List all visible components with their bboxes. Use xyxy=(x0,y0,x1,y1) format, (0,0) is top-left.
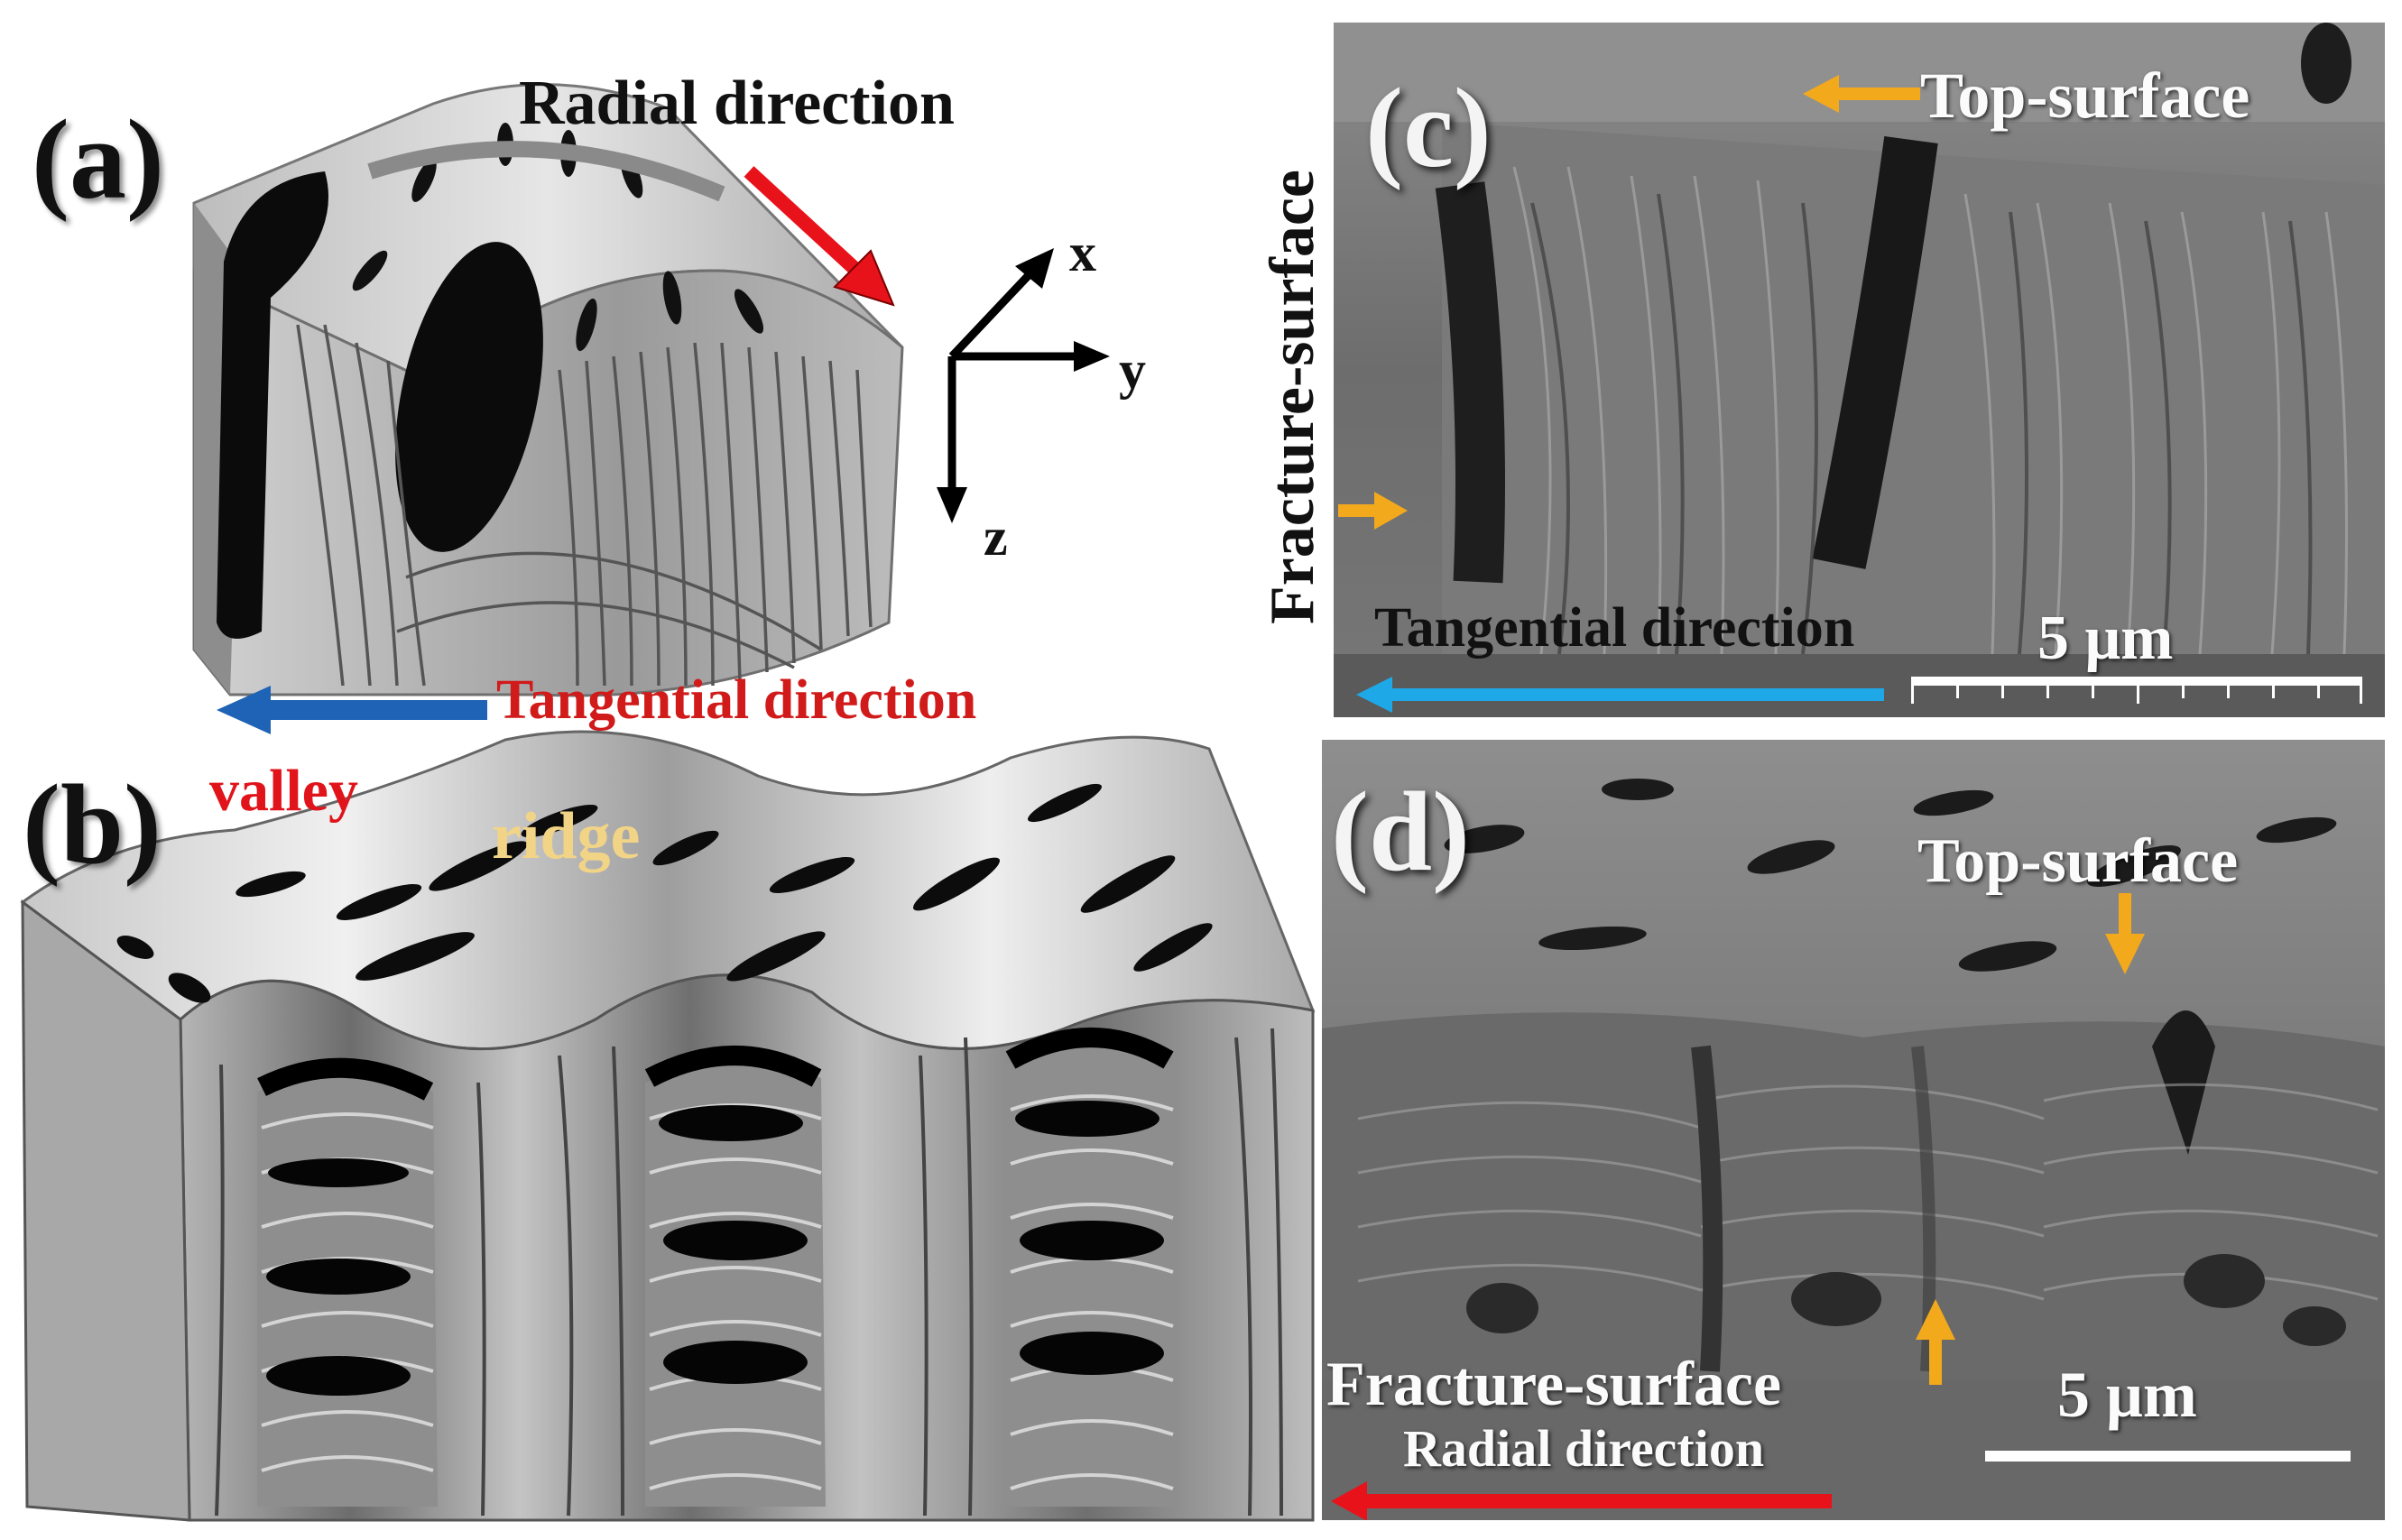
tangential-direction-label: Tangential direction xyxy=(496,669,977,731)
fracture-surface-label-d: Fracture-surface xyxy=(1326,1350,1782,1419)
axis-z-label: z xyxy=(984,507,1008,567)
panel-b-label: (b) xyxy=(23,762,162,888)
coordinate-axes xyxy=(937,248,1110,523)
valley-label: valley xyxy=(209,758,358,824)
panel-d-sem-image: (d) Top-surface Fracture-surface Radial … xyxy=(1322,740,2385,1520)
overlay-c xyxy=(1338,75,2362,713)
panel-b: (b) valley ridge xyxy=(0,722,1326,1540)
radial-direction-arrow xyxy=(744,166,895,307)
tangential-direction-label-c: Tangential direction xyxy=(1374,597,1855,659)
scale-bar-label-d: 5 μm xyxy=(2057,1359,2197,1431)
fracture-surface-label-vertical: Fracture-surface xyxy=(1258,170,1327,625)
radial-direction-label-d: Radial direction xyxy=(1403,1419,1765,1478)
sem-d-texture xyxy=(1322,740,2385,1520)
fracture-surface-arrow-d xyxy=(1916,1299,1955,1385)
panel-a-schematic xyxy=(192,83,1110,734)
top-surface-label-d: Top-surface xyxy=(1917,826,2239,896)
scale-bar-d xyxy=(1985,1451,2351,1462)
tangential-direction-arrow xyxy=(217,686,487,734)
radial-arrow-d xyxy=(1331,1481,1832,1520)
ridge-label: ridge xyxy=(492,799,641,873)
axis-y-label: y xyxy=(1119,340,1146,400)
scale-bar-label-c: 5 μm xyxy=(2037,604,2174,673)
overlay-d xyxy=(1331,893,2351,1520)
top-surface-arrow-c xyxy=(1803,75,1920,113)
sem-c-texture xyxy=(1334,23,2385,717)
panel-c-sem-image: (c) Top-surface Tangential direction 5 μ… xyxy=(1334,23,2385,717)
panel-a-label: (a) xyxy=(32,97,164,223)
lamella-column-1 xyxy=(257,1057,438,1507)
scale-bar-c xyxy=(1911,677,2362,704)
top-surface-arrow-d xyxy=(2105,893,2145,974)
panel-d-label: (d) xyxy=(1331,770,1470,895)
top-surface-label-c: Top-surface xyxy=(1920,60,2250,132)
lamella-column-2 xyxy=(644,1046,826,1507)
panel-c-title-vertical: Fracture-surface xyxy=(1250,117,1340,695)
fracture-surface-arrow-c xyxy=(1338,492,1408,530)
lamella-column-3 xyxy=(1005,1028,1174,1507)
axis-x-label: x xyxy=(1069,223,1096,282)
panel-c-label: (c) xyxy=(1365,66,1492,191)
panel-a: (a) Radial direction Tangential directio… xyxy=(0,0,1308,740)
radial-direction-label: Radial direction xyxy=(519,69,955,138)
tangential-arrow-c xyxy=(1356,677,1884,713)
panel-b-schematic xyxy=(20,730,1316,1522)
